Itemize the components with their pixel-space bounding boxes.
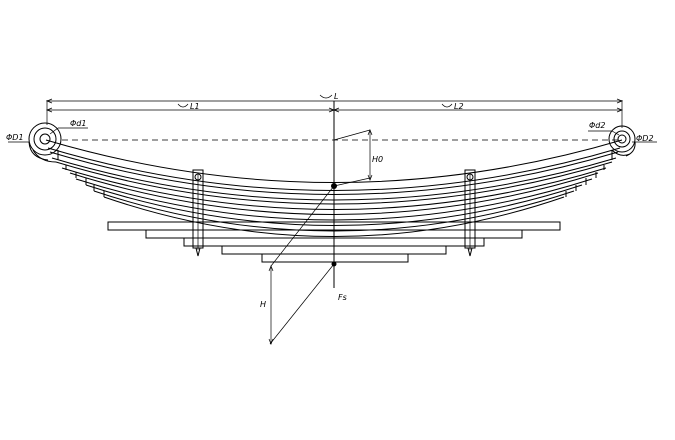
label-load: Fs [338, 293, 347, 302]
label-height: H [260, 300, 266, 309]
left-eye [28, 122, 62, 163]
label-left-inner-diameter: Φd1 [70, 119, 86, 128]
flat-leaves [107, 221, 561, 263]
label-overall-length: L [334, 92, 338, 101]
label-right-outer-diameter: ΦD2 [636, 134, 654, 143]
label-front-length: L1 [190, 102, 200, 111]
label-left-outer-diameter: ΦD1 [6, 133, 24, 142]
label-rear-length: L2 [454, 102, 464, 111]
left-clip [192, 169, 204, 257]
label-arc-height: H0 [372, 155, 383, 164]
right-eye [608, 125, 636, 157]
label-right-inner-diameter: Φd2 [589, 121, 605, 130]
eye-labels: ΦD1 Φd1 Φd2 ΦD2 [6, 119, 657, 143]
right-clip [464, 169, 476, 257]
dimension-arc-height: H0 [333, 129, 383, 187]
dimension-height: H [260, 185, 335, 345]
leaf-stack [45, 139, 623, 237]
